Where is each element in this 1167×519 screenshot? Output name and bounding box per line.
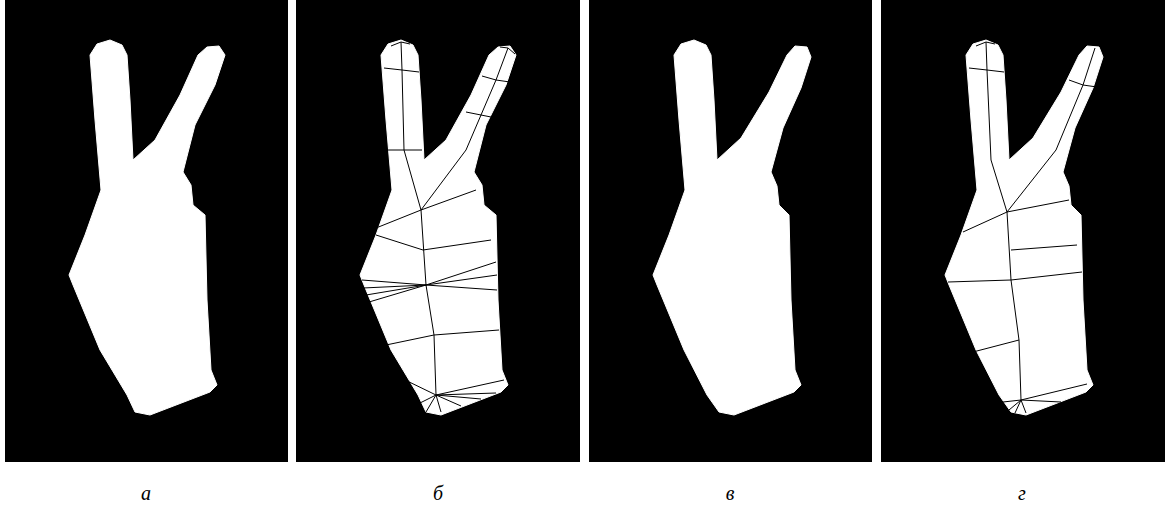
skeleton-line — [423, 240, 491, 250]
skeleton-line — [987, 70, 1004, 72]
skeleton-line — [1069, 80, 1083, 85]
skeleton-line — [948, 280, 1011, 282]
skeleton-line — [426, 395, 436, 412]
hand-silhouette — [360, 40, 516, 415]
skeleton-line — [1021, 400, 1061, 402]
skeleton-line — [386, 335, 434, 345]
skeleton-line — [401, 42, 421, 210]
skeleton-line — [986, 42, 995, 44]
skeleton-line — [366, 210, 421, 232]
panel-letter: г — [1018, 482, 1026, 505]
skeleton-line — [1011, 245, 1077, 250]
image-panel — [589, 0, 872, 462]
skeleton-line — [496, 80, 510, 82]
black-background — [296, 0, 580, 462]
skeleton-line — [1007, 200, 1069, 212]
black-background — [5, 0, 288, 462]
image-panel — [881, 0, 1165, 462]
skeleton-line — [436, 380, 504, 395]
skeleton-line — [369, 285, 426, 302]
skeleton-line — [421, 210, 441, 412]
skeleton-line — [426, 275, 497, 285]
skeleton-line — [362, 280, 426, 285]
hand-silhouette — [945, 40, 1103, 415]
skeleton-line — [436, 395, 481, 399]
skeleton-line — [500, 47, 508, 48]
skeleton-line — [1015, 400, 1021, 413]
panel-letter: б — [433, 482, 443, 505]
skeleton-line — [391, 42, 401, 46]
skeleton-line — [1007, 212, 1026, 413]
skeleton-line — [426, 262, 496, 285]
image-panel — [5, 0, 288, 462]
skeleton-line — [376, 235, 423, 250]
skeleton-line — [986, 42, 1007, 212]
skeleton-line — [426, 285, 497, 290]
skeleton-line — [384, 68, 402, 70]
skeleton-line — [1083, 85, 1097, 87]
skeleton-line — [386, 150, 404, 151]
image-panel — [296, 0, 580, 462]
skeleton-line — [404, 150, 422, 151]
skeleton-line — [973, 340, 1019, 352]
hand-silhouette — [69, 40, 225, 415]
skeleton-line — [401, 378, 436, 395]
skeleton-line — [969, 68, 987, 70]
skeleton-line — [1021, 384, 1087, 400]
skeleton-line — [1011, 272, 1082, 280]
skeleton-line — [508, 48, 515, 54]
panel-letter: в — [726, 482, 735, 505]
skeleton-line — [482, 76, 496, 80]
skeleton-line — [466, 112, 481, 115]
skeleton-line — [401, 42, 410, 44]
skeleton-line — [976, 42, 986, 46]
skeleton-line — [1007, 48, 1095, 212]
skeleton-line — [434, 330, 499, 335]
skeleton-line — [963, 212, 1007, 232]
skeleton-line — [421, 48, 508, 210]
black-background — [589, 0, 872, 462]
hand-silhouette — [653, 40, 811, 415]
skeleton-line — [421, 190, 476, 210]
black-background — [881, 0, 1165, 462]
skeleton-line — [402, 70, 419, 72]
panel-letter: а — [141, 482, 151, 505]
skeleton-line — [481, 115, 496, 118]
